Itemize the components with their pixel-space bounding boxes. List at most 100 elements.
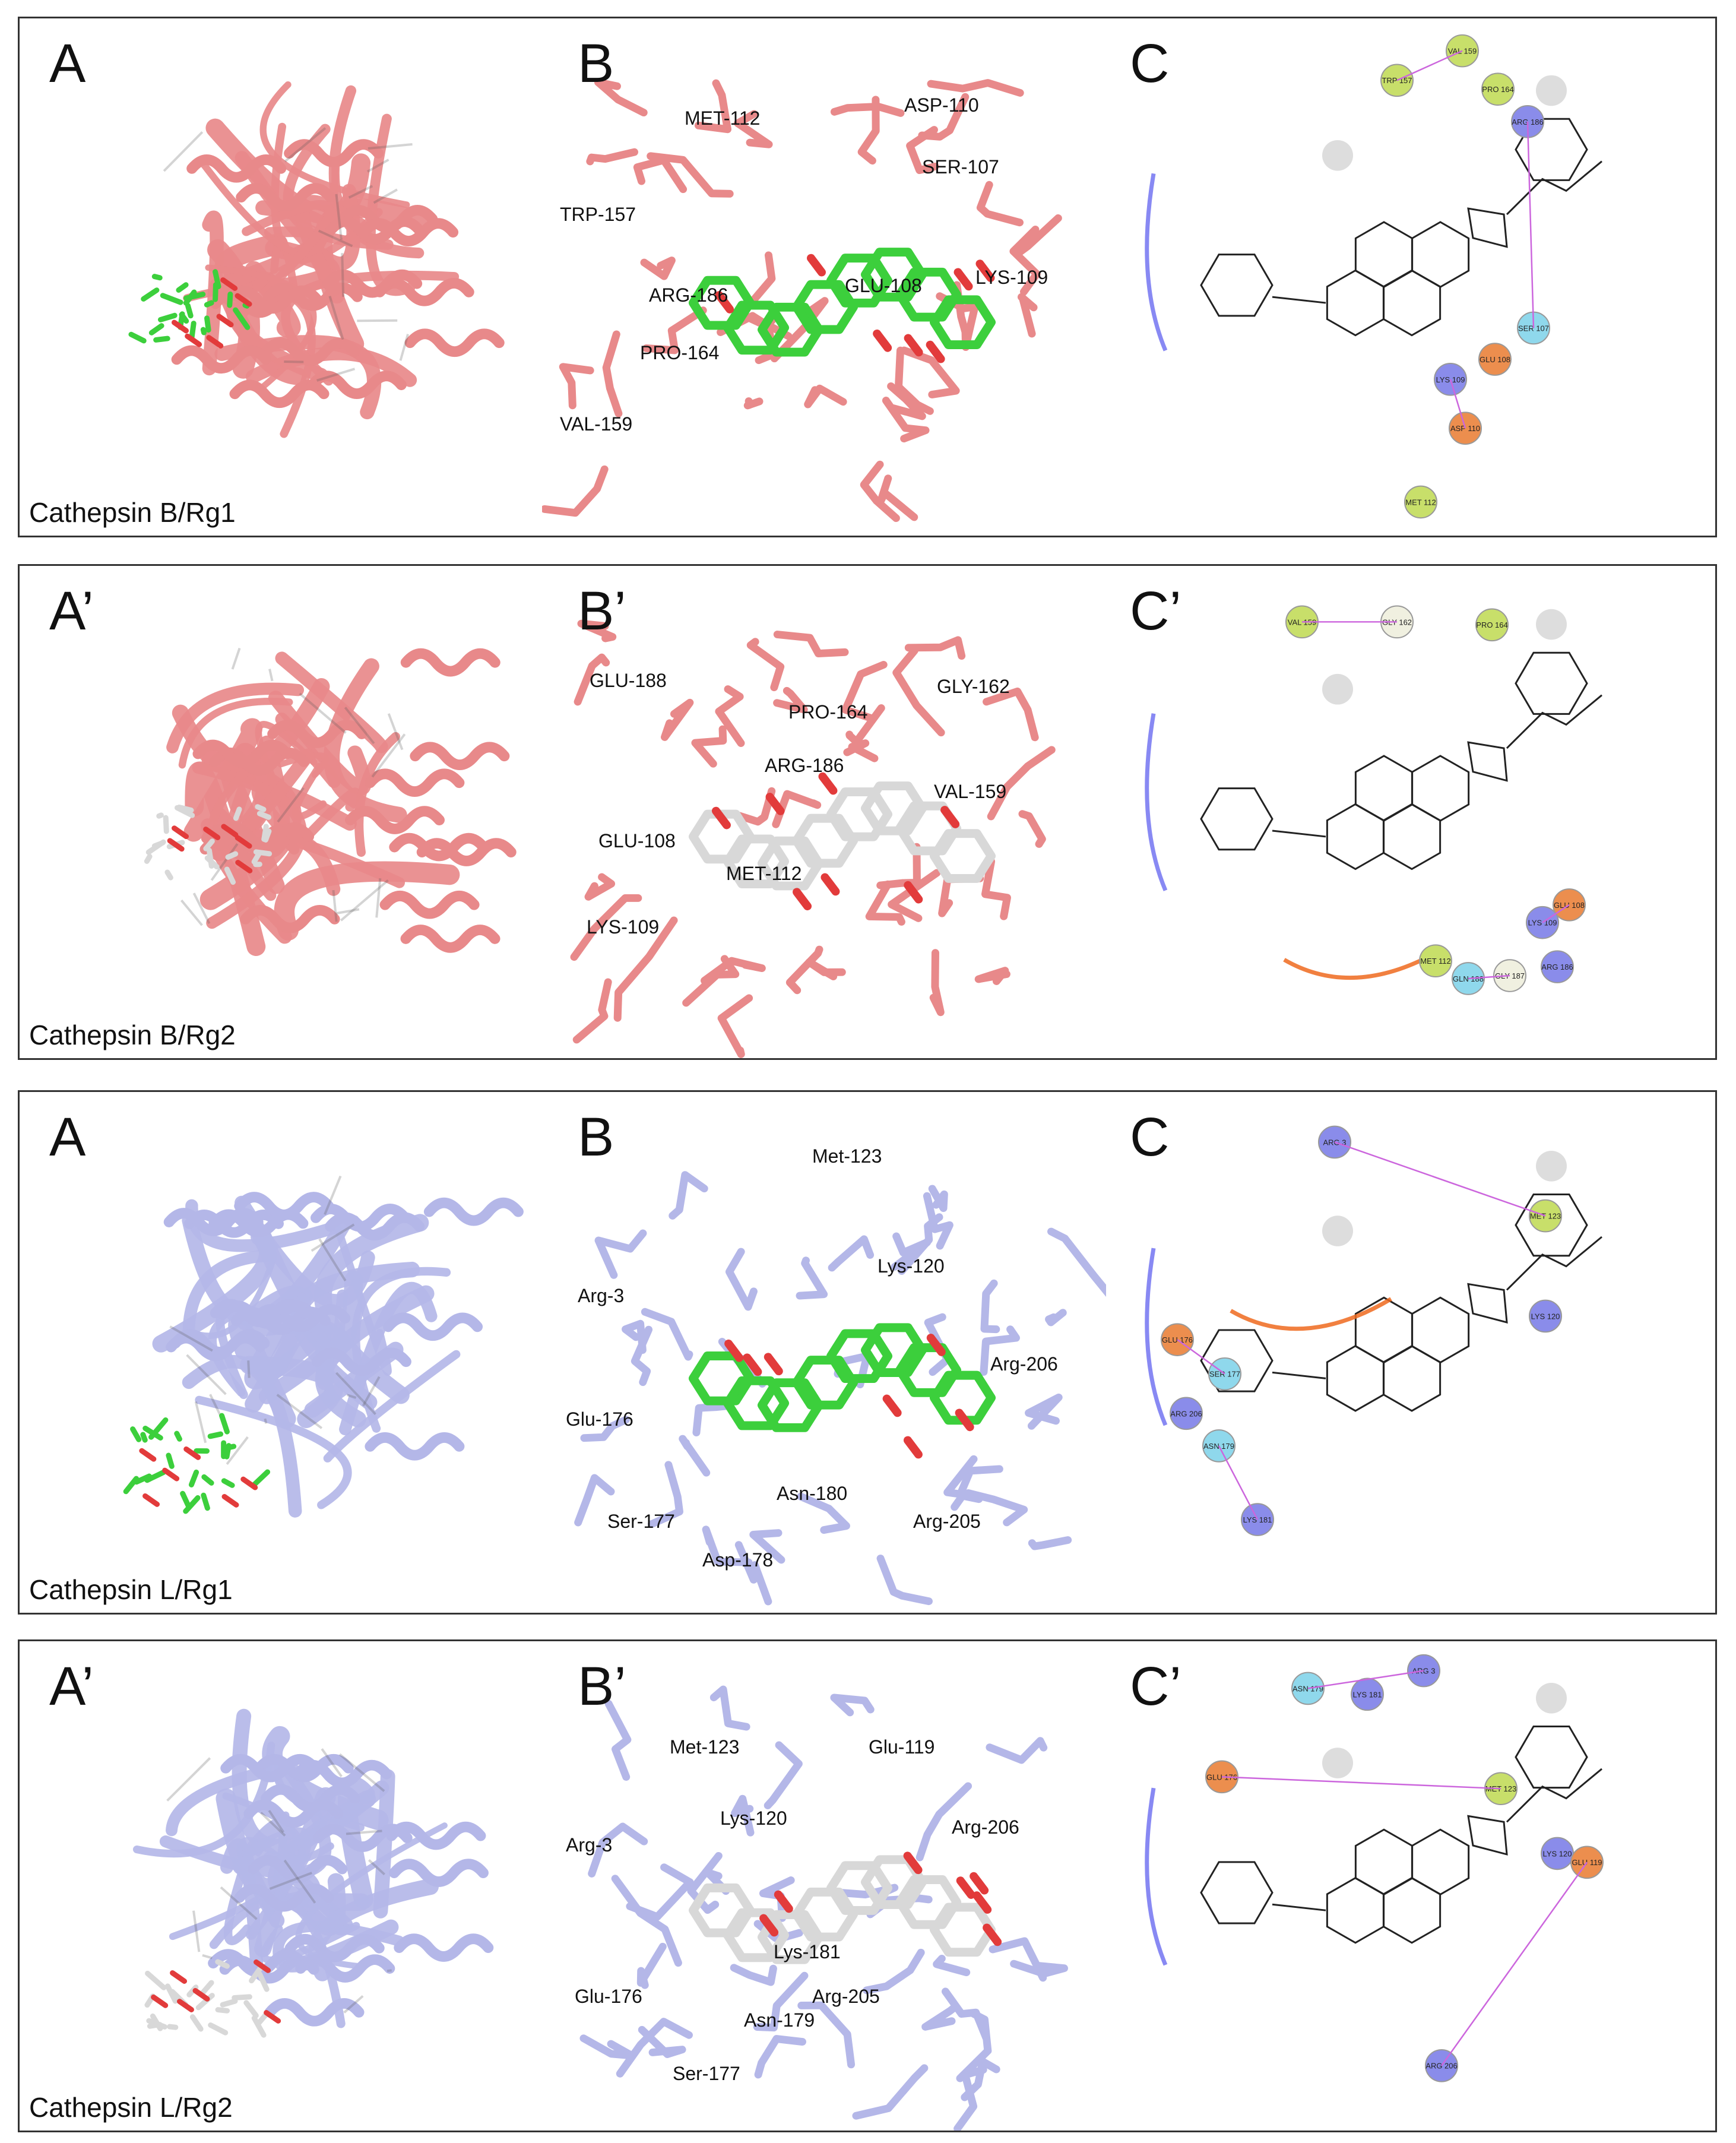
residue-node: MET 123 xyxy=(1484,1772,1518,1805)
residue-node-label: LYS 120 xyxy=(1543,1849,1572,1858)
ligand-2d-structure xyxy=(1200,609,1602,871)
ligand-bound xyxy=(144,1959,281,2038)
residue-label: ARG-186 xyxy=(765,755,844,776)
ligand-bound xyxy=(144,804,273,885)
cartoon-svg xyxy=(123,1175,524,1518)
residue-sticks xyxy=(542,78,1062,523)
protein-cartoon xyxy=(132,1708,494,2028)
residue-sticks xyxy=(570,619,1056,1058)
protein-cartoon xyxy=(166,647,517,957)
residue-node: LYS 120 xyxy=(1541,1837,1574,1870)
protein-cartoon xyxy=(163,81,505,438)
residue-label: Asn-180 xyxy=(777,1483,848,1504)
residue-node-label: TRP 157 xyxy=(1382,76,1412,85)
residue-node-label: ASN 179 xyxy=(1293,1684,1323,1693)
residue-node-label: LYS 120 xyxy=(1531,1312,1560,1321)
residue-node: GLU 108 xyxy=(1478,343,1512,376)
residue-label: Met-123 xyxy=(670,1736,740,1758)
panel-caption: Cathepsin L/Rg2 xyxy=(29,2092,233,2123)
cartoon-svg xyxy=(128,81,505,438)
residue-node-label: ASP 110 xyxy=(1450,424,1480,433)
residue-label: Glu-119 xyxy=(869,1736,935,1758)
residue-node: TRP 157 xyxy=(1380,64,1414,97)
residue-node-label: MET 123 xyxy=(1530,1212,1561,1221)
residue-node: LYS 181 xyxy=(1241,1503,1274,1536)
ligand-bound xyxy=(123,1413,271,1514)
residue-label: MET-112 xyxy=(685,107,761,129)
residue-node: PRO 164 xyxy=(1481,72,1515,106)
residue-node-label: SER 177 xyxy=(1209,1370,1240,1379)
residue-label: Lys-120 xyxy=(720,1808,787,1829)
residue-label: Arg-3 xyxy=(566,1834,613,1856)
residue-label: Lys-120 xyxy=(877,1255,945,1277)
residue-node: MET 112 xyxy=(1419,944,1452,977)
sticks-svg xyxy=(579,1685,1069,2131)
residue-node: LYS 120 xyxy=(1529,1299,1562,1333)
cartoon-svg xyxy=(144,647,517,957)
residue-node-label: SER 107 xyxy=(1518,324,1549,333)
residue-label: VAL-159 xyxy=(934,781,1007,802)
residue-label: Lys-181 xyxy=(774,1941,841,1962)
residue-node: GLU 119 xyxy=(1570,1846,1604,1879)
residue-node-label: GLN 188 xyxy=(1453,974,1484,983)
panel-letter: C xyxy=(1130,33,1170,94)
ligand-2d-structure xyxy=(1200,75,1602,337)
cartoon-view: A Cathepsin B/Rg1 xyxy=(20,18,542,536)
residue-node: ARG 3 xyxy=(1318,1125,1351,1159)
panel-caption: Cathepsin B/Rg1 xyxy=(29,497,236,528)
residue-node: GLU 176 xyxy=(1161,1323,1194,1356)
sticks-svg xyxy=(570,619,1056,1058)
residue-label: GLU-108 xyxy=(845,275,922,296)
panel-letter: C xyxy=(1130,1107,1170,1167)
residue-label: TRP-157 xyxy=(560,204,636,225)
residue-node-label: LYS 109 xyxy=(1528,919,1557,928)
residue-node-label: MET 112 xyxy=(1420,957,1450,966)
cartoon-svg xyxy=(132,1708,494,2038)
sticks-svg xyxy=(542,78,1062,523)
protein-cartoon xyxy=(152,1175,524,1518)
ligand-sticks xyxy=(689,248,996,363)
residue-node: ARG 206 xyxy=(1170,1397,1203,1430)
cartoon-view: A’Cathepsin B/Rg2 xyxy=(20,566,542,1058)
residue-label: VAL-159 xyxy=(560,413,633,435)
residue-label: LYS-109 xyxy=(975,267,1048,288)
residue-label: SER-107 xyxy=(922,156,999,178)
residue-label: GLU-108 xyxy=(598,830,676,851)
residue-node-label: LYS 181 xyxy=(1243,1515,1272,1524)
residue-node-label: PRO 164 xyxy=(1482,85,1513,94)
panel-letter: B xyxy=(578,33,614,94)
residue-node-label: ARG 206 xyxy=(1170,1409,1202,1418)
residue-node: PRO 164 xyxy=(1475,608,1509,642)
panel-letter: A’ xyxy=(49,581,94,641)
residue-sticks xyxy=(579,1685,1069,2131)
panel-letter: B xyxy=(578,1107,614,1167)
panel-letter: C’ xyxy=(1130,581,1181,641)
sticks-svg xyxy=(574,1171,1106,1606)
residue-label: GLY-162 xyxy=(937,676,1010,697)
residue-node: ASN 179 xyxy=(1202,1429,1236,1463)
residue-label: LYS-109 xyxy=(587,916,660,938)
residue-label: MET-112 xyxy=(726,863,802,884)
residue-label: Arg-206 xyxy=(990,1353,1058,1375)
residue-label: Arg-205 xyxy=(812,1986,880,2007)
residue-label: ASP-110 xyxy=(904,94,979,116)
panel-letter: A xyxy=(49,33,86,94)
panel-letter: A’ xyxy=(49,1656,94,1717)
residue-node-label: ARG 206 xyxy=(1425,2062,1457,2071)
residue-node: ARG 186 xyxy=(1541,950,1574,983)
